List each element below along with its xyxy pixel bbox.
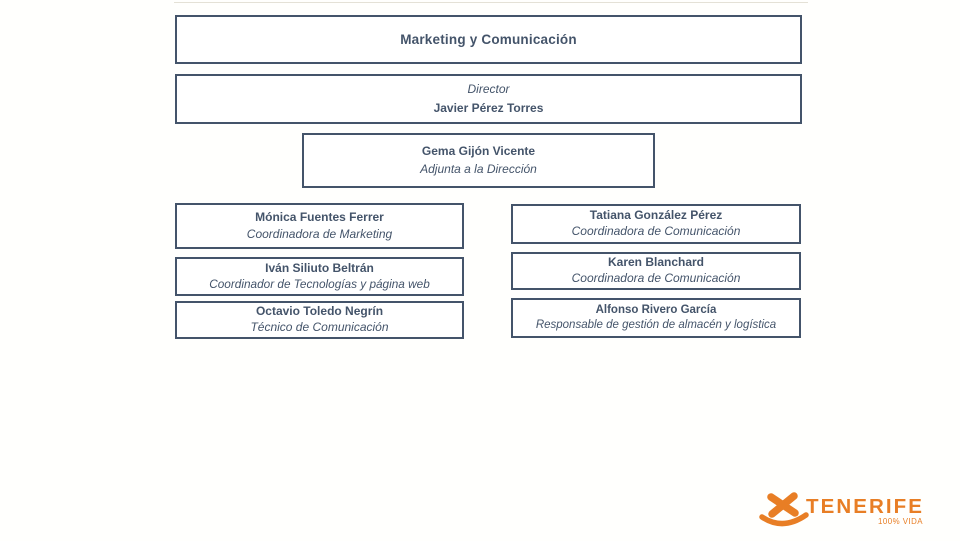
- logo-tagline-text: 100% VIDA: [878, 516, 923, 526]
- org-box-karen: Karen Blanchard Coordinadora de Comunica…: [511, 252, 801, 290]
- logo-x-icon: [767, 492, 799, 518]
- director-box: Director Javier Pérez Torres: [175, 74, 802, 124]
- director-role: Director: [467, 81, 510, 96]
- person-role: Técnico de Comunicación: [250, 320, 389, 334]
- org-box-tatiana: Tatiana González Pérez Coordinadora de C…: [511, 204, 801, 244]
- top-edge-line: [174, 2, 808, 3]
- person-name: Tatiana González Pérez: [589, 208, 723, 223]
- person-name: Octavio Toledo Negrín: [255, 304, 384, 319]
- person-role: Coordinadora de Comunicación: [571, 224, 741, 238]
- person-role: Coordinadora de Comunicación: [571, 271, 741, 285]
- org-box-alfonso: Alfonso Rivero García Responsable de ges…: [511, 298, 801, 338]
- adjunta-role: Adjunta a la Dirección: [420, 161, 537, 176]
- adjunta-name: Gema Gijón Vicente: [421, 144, 536, 159]
- department-title: Marketing y Comunicación: [400, 31, 577, 47]
- person-name: Karen Blanchard: [607, 255, 705, 270]
- person-role: Responsable de gestión de almacén y logí…: [535, 319, 777, 331]
- org-box-octavio: Octavio Toledo Negrín Técnico de Comunic…: [175, 301, 464, 339]
- person-name: Iván Siliuto Beltrán: [265, 260, 374, 275]
- logo-brand-text: TENERIFE: [806, 496, 924, 518]
- org-box-monica: Mónica Fuentes Ferrer Coordinadora de Ma…: [175, 203, 464, 249]
- tenerife-logo: TENERIFE 100% VIDA: [758, 486, 933, 536]
- person-name: Alfonso Rivero García: [595, 303, 717, 316]
- person-role: Coordinador de Tecnologías y página web: [209, 276, 430, 291]
- adjunta-box: Gema Gijón Vicente Adjunta a la Direcció…: [302, 133, 655, 188]
- tenerife-logo-icon: TENERIFE 100% VIDA: [759, 492, 924, 527]
- director-name: Javier Pérez Torres: [433, 101, 544, 115]
- person-name: Mónica Fuentes Ferrer: [255, 209, 384, 224]
- department-title-box: Marketing y Comunicación: [175, 15, 802, 64]
- person-role: Coordinadora de Marketing: [246, 227, 393, 241]
- org-box-ivan: Iván Siliuto Beltrán Coordinador de Tecn…: [175, 257, 464, 296]
- logo-smile-icon: [759, 512, 809, 527]
